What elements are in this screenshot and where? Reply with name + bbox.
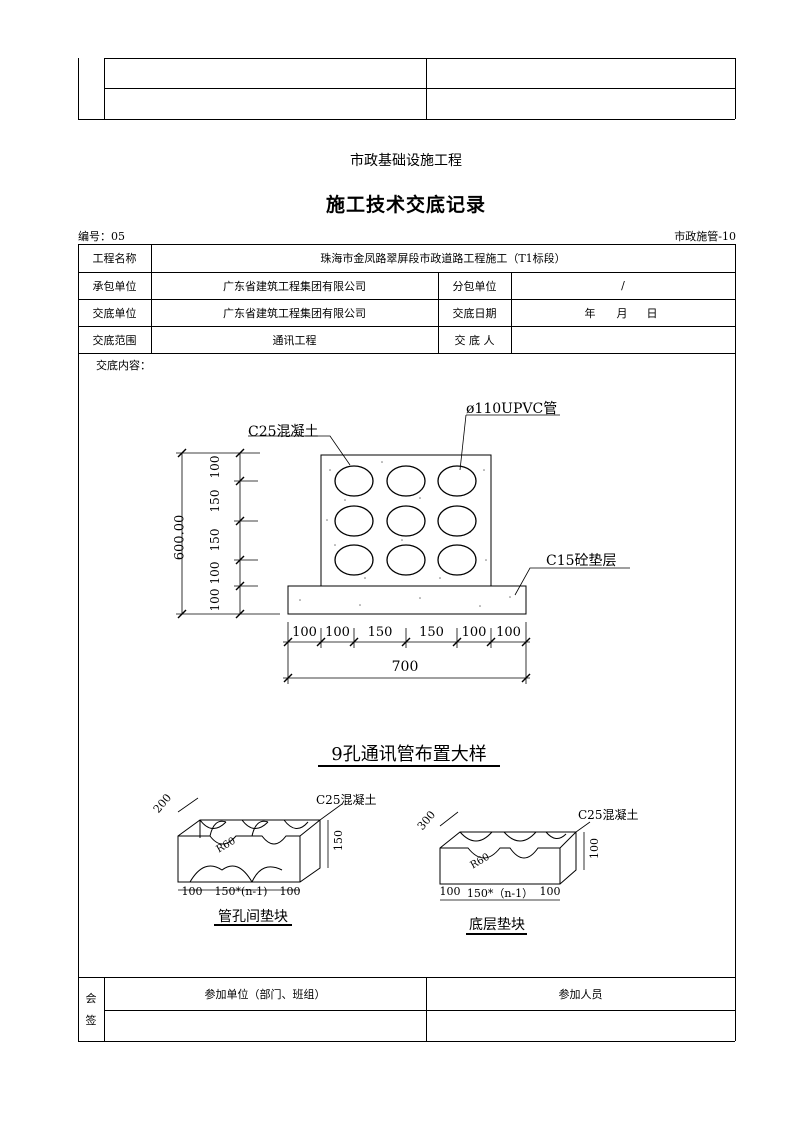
concrete-label: C25混凝土 bbox=[248, 424, 319, 440]
project-name-label: 工程名称 bbox=[92, 252, 137, 265]
date-month: 月 bbox=[616, 306, 628, 320]
left-block-dim-3: 100 bbox=[279, 885, 301, 898]
units-header: 参加单位（部门、班组） bbox=[204, 987, 326, 1001]
right-block-dim-2: 150*（n-1） bbox=[466, 887, 534, 900]
document-number: 编号：05 bbox=[78, 230, 125, 243]
concrete-texture bbox=[299, 461, 511, 607]
dim-v-5: 100 bbox=[208, 588, 222, 612]
document-title: 施工技术交底记录 bbox=[325, 194, 486, 216]
scope: 通讯工程 bbox=[272, 333, 317, 347]
document-subtitle: 市政基础设施工程 bbox=[350, 153, 462, 169]
date-day: 日 bbox=[646, 306, 658, 320]
disclosure-unit: 广东省建筑工程集团有限公司 bbox=[223, 306, 366, 320]
right-block-dim-3: 100 bbox=[539, 885, 561, 898]
discloser-label: 交 底 人 bbox=[454, 333, 495, 347]
spacer-block-drawing bbox=[177, 819, 321, 883]
left-block-dim-1: 100 bbox=[181, 885, 203, 898]
right-block-caption: 底层垫块 bbox=[469, 917, 525, 933]
dim-h-4: 150 bbox=[419, 625, 444, 640]
left-block-height: 150 bbox=[332, 830, 345, 851]
people-header: 参加人员 bbox=[558, 987, 603, 1001]
contractor-label: 承包单位 bbox=[92, 279, 137, 293]
drawing-title: 9孔通讯管布置大样 bbox=[331, 744, 487, 765]
width-total: 700 bbox=[391, 659, 419, 675]
content-label: 交底内容： bbox=[96, 359, 151, 372]
right-block-dim-1: 100 bbox=[439, 885, 461, 898]
height-total: 600.00 bbox=[172, 514, 188, 561]
dim-v-2: 150 bbox=[208, 489, 222, 513]
bottom-block-drawing bbox=[439, 831, 577, 885]
contractor: 广东省建筑工程集团有限公司 bbox=[223, 279, 366, 293]
right-block-height: 100 bbox=[588, 838, 601, 859]
dim-v-1: 100 bbox=[208, 455, 222, 479]
disclosure-unit-label: 交底单位 bbox=[92, 306, 137, 320]
cushion-layer bbox=[287, 585, 527, 615]
dim-h-2: 100 bbox=[325, 625, 350, 640]
right-block-concrete: C25混凝土 bbox=[578, 808, 639, 822]
left-block-concrete: C25混凝土 bbox=[316, 793, 377, 807]
subcontractor: / bbox=[621, 279, 625, 292]
project-name: 珠海市金凤路翠屏段市政道路工程施工（T1标段） bbox=[320, 252, 566, 265]
dim-v-3: 150 bbox=[208, 528, 222, 552]
pipe-label: ø110UPVC管 bbox=[466, 401, 558, 417]
left-block-caption: 管孔间垫块 bbox=[218, 909, 288, 925]
cushion-label: C15砼垫层 bbox=[546, 553, 617, 569]
concrete-body bbox=[320, 454, 492, 587]
left-block-dim-2: 150*(n-1) bbox=[214, 885, 268, 898]
dim-h-6: 100 bbox=[496, 625, 521, 640]
dim-h-3: 150 bbox=[367, 625, 393, 640]
sign-label-top: 会 bbox=[85, 992, 97, 1005]
subcontractor-label: 分包单位 bbox=[452, 279, 497, 293]
sign-label-bottom: 签 bbox=[85, 1014, 97, 1027]
form-code: 市政施管-10 bbox=[674, 230, 736, 243]
scope-label: 交底范围 bbox=[92, 333, 137, 347]
disclosure-date-label: 交底日期 bbox=[452, 306, 497, 320]
pipe-holes bbox=[334, 465, 477, 576]
date-year: 年 bbox=[584, 306, 596, 320]
dim-h-5: 100 bbox=[461, 625, 487, 640]
dim-v-4: 100 bbox=[208, 561, 222, 585]
dim-h-1: 100 bbox=[292, 625, 317, 640]
